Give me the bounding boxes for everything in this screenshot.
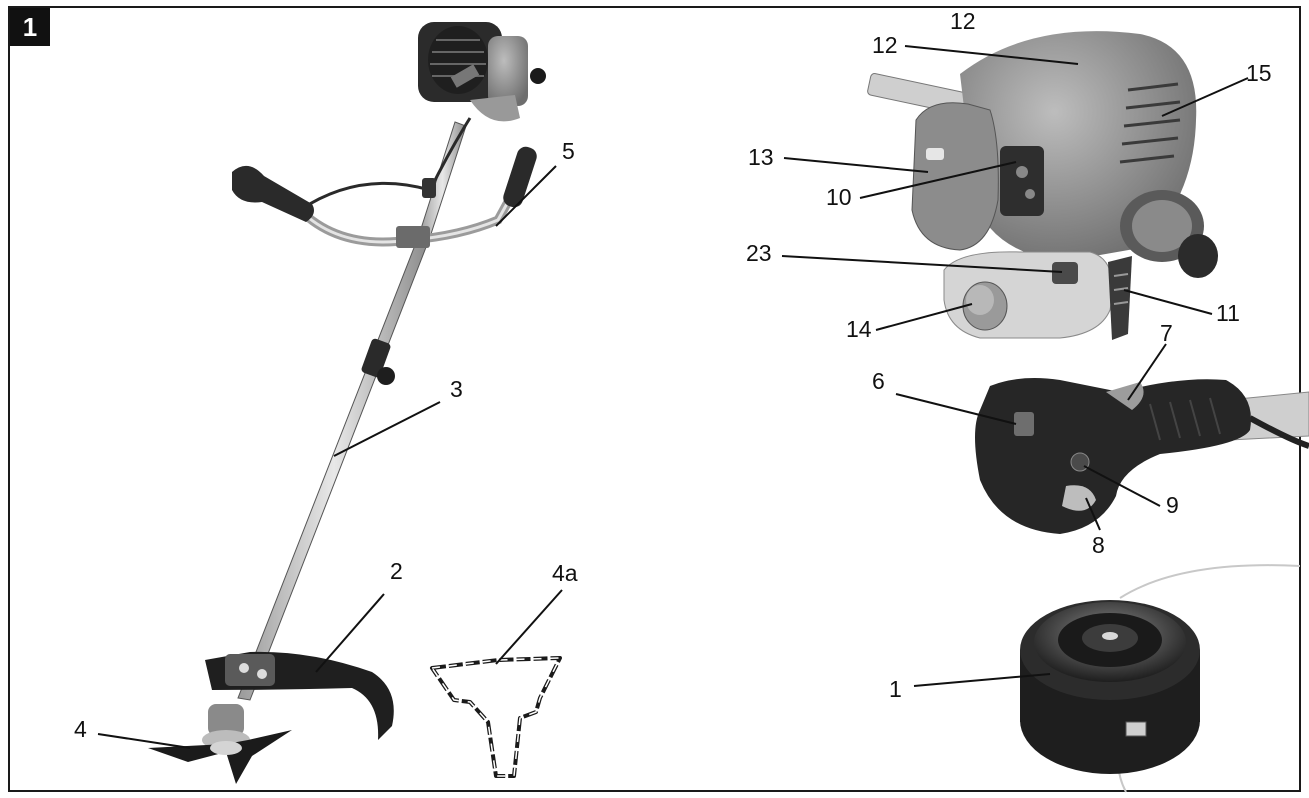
callout-12-top: 12: [950, 8, 976, 34]
figure-number-badge: 1: [10, 8, 50, 46]
callout-7: 7: [1160, 320, 1173, 346]
callout-11: 11: [1216, 300, 1240, 326]
callout-3: 3: [450, 376, 463, 402]
callout-4a: 4a: [552, 560, 578, 586]
right-grip: [503, 146, 537, 208]
callout-13: 13: [748, 144, 774, 170]
gear-head: [208, 704, 244, 736]
callout-15: 15: [1246, 60, 1272, 86]
handlebar-mount: [396, 226, 430, 248]
callout-23: 23: [746, 240, 772, 266]
leader-lines: [97, 45, 1249, 749]
callout-6: 6: [872, 368, 885, 394]
callout-8: 8: [1092, 532, 1105, 558]
callout-4: 4: [74, 716, 87, 742]
callout-12: 12: [872, 32, 898, 58]
callout-9: 9: [1166, 492, 1179, 518]
engine-detail: [867, 31, 1218, 340]
trimmer-head-detail: [1020, 564, 1301, 793]
engine-unit: [418, 22, 546, 122]
cutting-blade: [148, 730, 292, 784]
brushcutter-overview: [148, 22, 562, 784]
throttle-handle: [232, 165, 314, 222]
callout-2: 2: [390, 558, 403, 584]
throttle-detail: [975, 378, 1309, 534]
callout-10: 10: [826, 184, 852, 210]
shaft-tube: [237, 234, 431, 701]
callout-14: 14: [846, 316, 872, 342]
clamp-knob: [377, 367, 395, 385]
shaft-clamp: [361, 338, 391, 378]
choke-lever: [1052, 262, 1078, 284]
callout-5: 5: [562, 138, 575, 164]
starter-handle: [1108, 256, 1132, 340]
alternate-blade-outline: [430, 656, 562, 778]
callout-1: 1: [889, 676, 902, 702]
